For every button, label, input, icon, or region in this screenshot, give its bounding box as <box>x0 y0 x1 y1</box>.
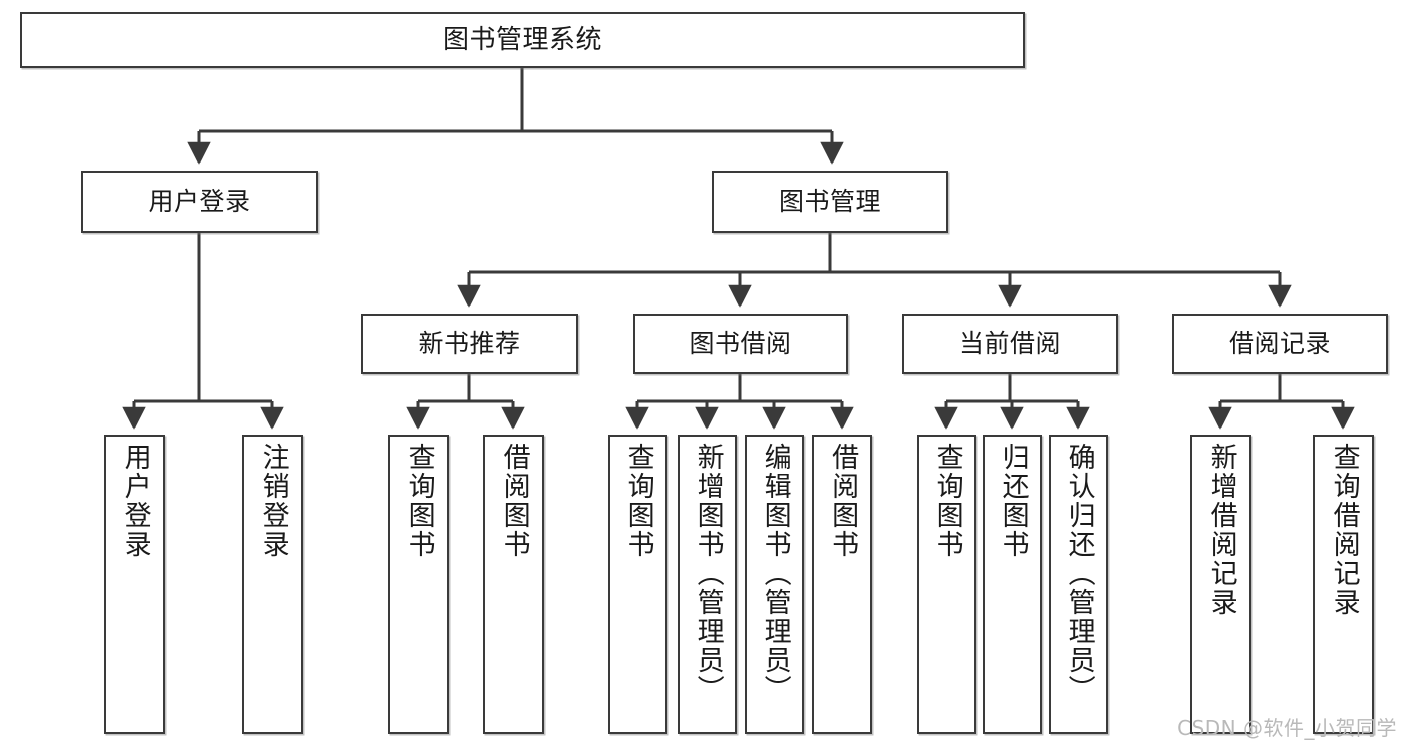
node-leaf-query-book-3[interactable]: 查询图书 <box>917 435 976 734</box>
watermark: CSDN @软件_小贺同学 <box>1177 716 1397 740</box>
node-leaf-query-record-label: 查询借阅记录 <box>1328 443 1360 617</box>
node-leaf-borrow-book-2-label: 借阅图书 <box>827 443 859 559</box>
node-leaf-query-book-2[interactable]: 查询图书 <box>608 435 667 734</box>
node-book-manage-label: 图书管理 <box>778 187 881 217</box>
node-leaf-logout-label: 注销登录 <box>257 443 289 559</box>
node-leaf-query-book-1-label: 查询图书 <box>403 443 435 559</box>
node-root[interactable]: 图书管理系统 <box>20 12 1025 68</box>
node-leaf-logout[interactable]: 注销登录 <box>242 435 303 734</box>
node-leaf-query-book-2-label: 查询图书 <box>622 443 654 559</box>
node-book-borrow[interactable]: 图书借阅 <box>633 314 848 374</box>
node-leaf-borrow-book-2[interactable]: 借阅图书 <box>812 435 872 734</box>
node-new-book-rec[interactable]: 新书推荐 <box>361 314 578 374</box>
node-leaf-return-book-label: 归还图书 <box>997 443 1029 559</box>
node-leaf-query-book-1[interactable]: 查询图书 <box>388 435 449 734</box>
node-leaf-edit-book-label: 编辑图书（管理员） <box>759 443 791 704</box>
node-leaf-add-record-label: 新增借阅记录 <box>1205 443 1237 617</box>
node-leaf-user-login[interactable]: 用户登录 <box>104 435 165 734</box>
node-leaf-borrow-book-1-label: 借阅图书 <box>498 443 530 559</box>
node-user-login-label: 用户登录 <box>148 187 251 217</box>
node-book-borrow-label: 图书借阅 <box>689 329 792 359</box>
node-leaf-confirm-return[interactable]: 确认归还（管理员） <box>1049 435 1108 734</box>
node-leaf-confirm-return-label: 确认归还（管理员） <box>1063 443 1095 704</box>
node-user-login[interactable]: 用户登录 <box>81 171 318 233</box>
node-leaf-query-record[interactable]: 查询借阅记录 <box>1313 435 1374 734</box>
node-leaf-add-book[interactable]: 新增图书（管理员） <box>678 435 737 734</box>
node-new-book-rec-label: 新书推荐 <box>418 329 521 359</box>
node-current-borrow[interactable]: 当前借阅 <box>902 314 1118 374</box>
node-leaf-edit-book[interactable]: 编辑图书（管理员） <box>745 435 804 734</box>
node-current-borrow-label: 当前借阅 <box>958 329 1061 359</box>
node-leaf-user-login-label: 用户登录 <box>119 443 151 559</box>
node-borrow-record-label: 借阅记录 <box>1228 329 1331 359</box>
node-root-label: 图书管理系统 <box>442 24 602 55</box>
node-leaf-add-book-label: 新增图书（管理员） <box>692 443 724 704</box>
node-leaf-add-record[interactable]: 新增借阅记录 <box>1190 435 1251 734</box>
node-leaf-query-book-3-label: 查询图书 <box>931 443 963 559</box>
node-leaf-borrow-book-1[interactable]: 借阅图书 <box>483 435 544 734</box>
node-borrow-record[interactable]: 借阅记录 <box>1172 314 1388 374</box>
node-book-manage[interactable]: 图书管理 <box>712 171 948 233</box>
node-leaf-return-book[interactable]: 归还图书 <box>983 435 1042 734</box>
